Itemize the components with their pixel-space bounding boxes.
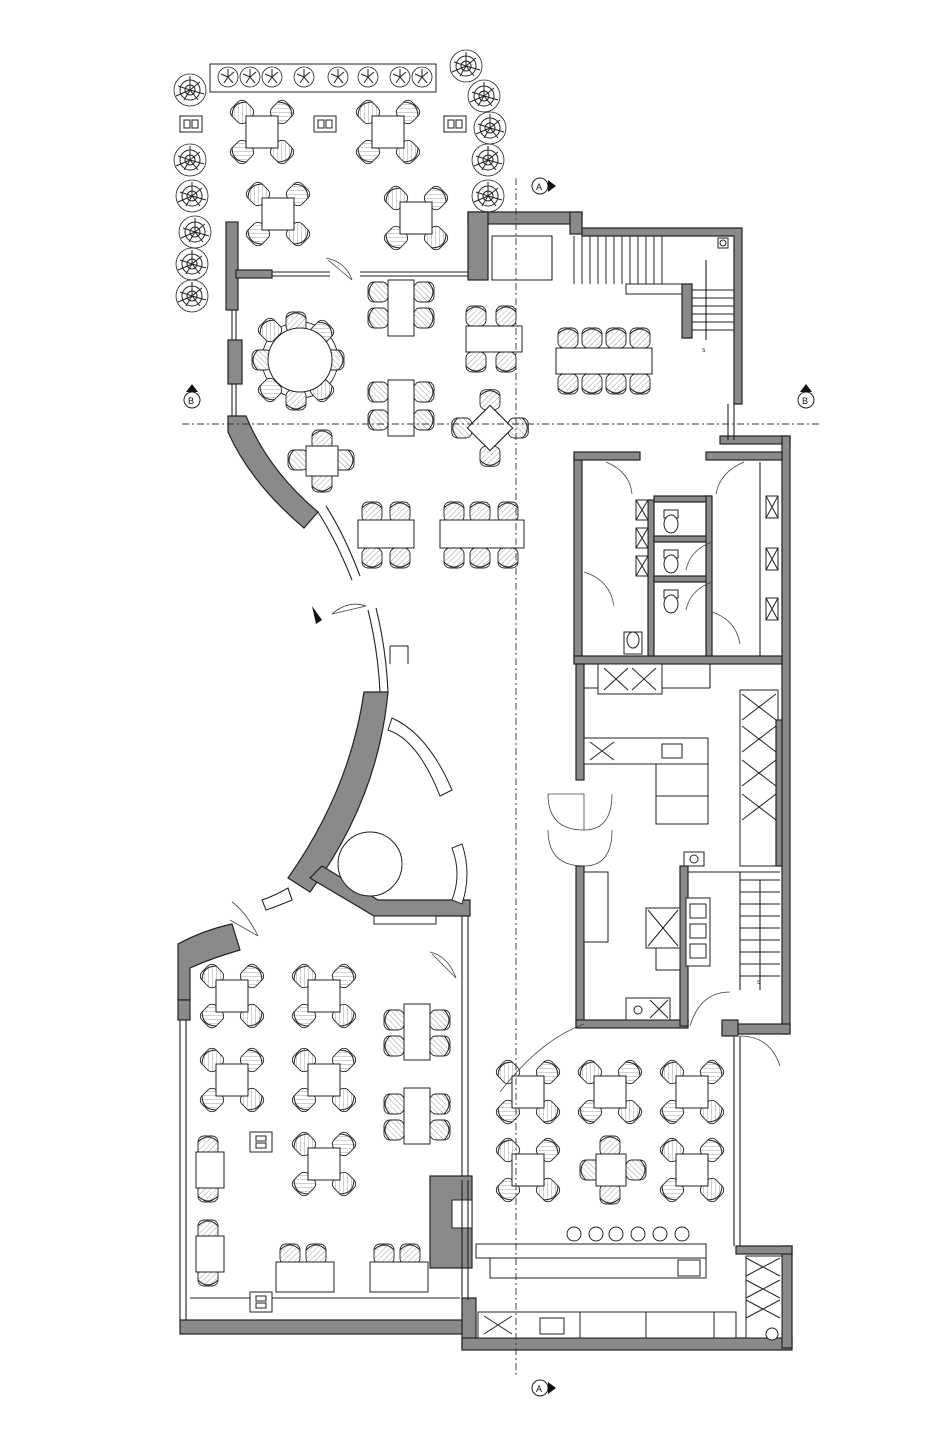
section-marker-a-bottom: A: [531, 1379, 556, 1397]
partitions: [573, 451, 783, 1029]
svg-text:B: B: [188, 396, 194, 406]
host-stand: [389, 645, 409, 664]
entry-arrow-icon: [312, 606, 322, 624]
terrace-trees-left: [173, 73, 212, 313]
lower-left-dining: [190, 962, 460, 1313]
upper-stair-up-label: S: [702, 348, 706, 354]
windows: [325, 257, 735, 1300]
terrace-tables: [228, 98, 450, 252]
svg-text:A: A: [536, 182, 542, 192]
curved-counter: [387, 717, 453, 797]
round-planter: [337, 831, 403, 897]
entrance: [229, 603, 468, 979]
bar-stools: [566, 1226, 690, 1242]
section-marker-b-left: B: [183, 384, 201, 409]
bar-counter: [475, 1226, 783, 1341]
round-table-group: [251, 311, 345, 411]
section-marker-a-top: A: [531, 177, 556, 195]
upper-rect-tables: [287, 279, 653, 569]
kitchen-stair-up-label: S: [757, 980, 761, 986]
lower-right-dining: [494, 1058, 726, 1204]
restrooms: [583, 461, 779, 655]
kitchen: [499, 663, 783, 1093]
section-marker-b-right: B: [797, 384, 815, 409]
terrace-lights: [179, 115, 467, 133]
kitchen-stair: S: [740, 879, 780, 990]
terrace: [173, 49, 507, 313]
svg-text:B: B: [802, 396, 808, 406]
toilets: [623, 509, 679, 655]
svg-text:A: A: [536, 1384, 542, 1394]
upper-stair: S: [491, 235, 734, 354]
sinks: [635, 495, 779, 621]
section-lines: [182, 178, 822, 1376]
